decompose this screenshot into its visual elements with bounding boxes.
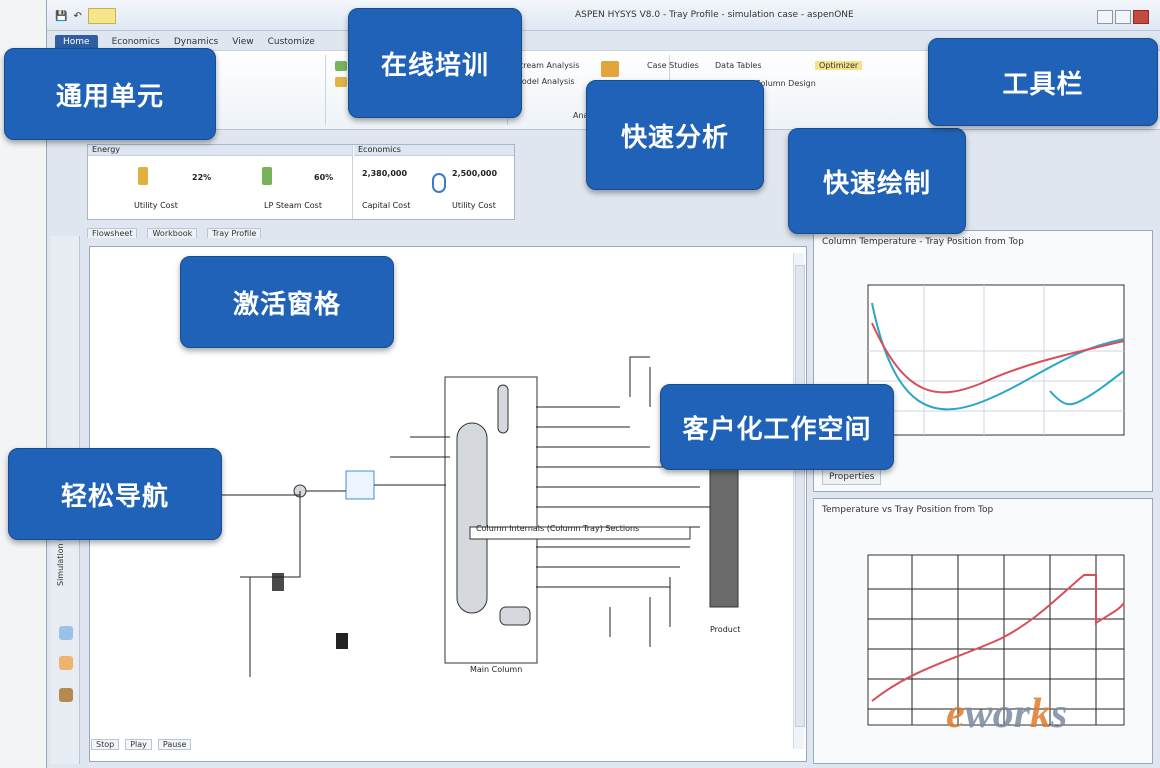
ribbon-item[interactable]: Model Analysis (515, 77, 575, 86)
top-chart-series-3 (1049, 370, 1125, 406)
callout-custom-workspace: 客户化工作空间 (660, 384, 894, 470)
heat-exchanger (345, 470, 375, 500)
flowsheet-scrollbar[interactable] (793, 253, 805, 749)
utility-cost-label-2: Utility Cost (452, 201, 496, 210)
top-chart-plot-area (867, 284, 1125, 436)
utility-icon (138, 167, 148, 185)
ribbon-item[interactable]: Optimizer (815, 61, 863, 70)
analysis-widgets: Energy 22% Utility Cost 60% LP Steam Cos… (87, 144, 515, 220)
file-chip-icon[interactable] (87, 8, 116, 24)
callout-quick-plot: 快速绘制 (788, 128, 966, 234)
chart-pane-top: Column Temperature - Tray Position from … (813, 230, 1153, 492)
energy-widget: Energy 22% Utility Cost 60% LP Steam Cos… (88, 145, 353, 219)
maximize-button[interactable] (1115, 10, 1131, 24)
tab-flowsheet[interactable]: Flowsheet (87, 228, 138, 238)
callout-active-pane: 激活窗格 (180, 256, 394, 348)
reflux-drum (497, 384, 509, 434)
distillation-column (456, 422, 488, 614)
flowsheet-diagram (170, 356, 739, 677)
callout-common-units: 通用单元 (4, 48, 216, 140)
ribbon-group-quick: Case Studies Data Tables Optimizer Colum… (595, 55, 915, 125)
economics-widget-header: Economics (354, 145, 514, 156)
energy-icon[interactable] (59, 688, 73, 702)
callout-easy-navigation: 轻松导航 (8, 448, 222, 540)
flowsheet-bottom-toolbar: Stop Play Pause (91, 736, 211, 752)
bottom-chart-grid (868, 555, 1124, 725)
capital-value-2: 2,500,000 (452, 169, 498, 178)
capital-cost-label: Capital Cost (362, 201, 411, 210)
top-chart-title: Column Temperature - Tray Position from … (822, 237, 1024, 247)
product-label: Product (710, 625, 741, 634)
tab-view[interactable]: View (232, 37, 254, 47)
run-icon[interactable] (335, 61, 347, 71)
callout-online-training: 在线培训 (348, 8, 522, 118)
column-label: Column Internals (Column Tray) Sections (476, 524, 640, 533)
product-vessel (709, 466, 739, 608)
document-tabs: Flowsheet Workbook Tray Profile (87, 226, 807, 240)
top-chart-grid (868, 285, 1124, 435)
reset-icon[interactable] (335, 77, 347, 87)
minimize-button[interactable] (1097, 10, 1113, 24)
top-chart-button[interactable]: Properties (822, 469, 882, 485)
utility-value: 22% (192, 173, 212, 182)
unit-label: Main Column (470, 665, 523, 674)
bottom-chart-series (871, 574, 1125, 702)
top-chart (867, 284, 1125, 436)
top-chart-series-1 (871, 302, 1125, 411)
energy-header-label: Energy (92, 145, 121, 154)
ribbon-item[interactable]: Case Studies (647, 61, 699, 70)
watermark-logo: eworks (946, 691, 1068, 737)
column-boundary (444, 376, 538, 664)
close-button[interactable] (1133, 10, 1149, 24)
ribbon-item[interactable]: Column Design (755, 79, 816, 88)
simulation-icon[interactable] (59, 656, 73, 670)
controller-icon (336, 633, 348, 649)
window-controls (1097, 10, 1149, 24)
capital-value: 2,380,000 (362, 169, 408, 178)
tab-economics[interactable]: Economics (111, 37, 160, 47)
ribbon-item[interactable]: Data Tables (715, 61, 762, 70)
pause-button[interactable]: Pause (157, 738, 192, 750)
case-study-icon[interactable] (601, 61, 619, 77)
undo-icon[interactable]: ↶ (73, 10, 82, 22)
steam-value: 60% (314, 173, 334, 182)
steam-cost-label: LP Steam Cost (264, 201, 322, 210)
tab-customize[interactable]: Customize (267, 37, 315, 47)
bottom-chart-title: Temperature vs Tray Position from Top (822, 505, 994, 515)
callout-quick-analysis: 快速分析 (586, 80, 764, 190)
economics-widget: Economics 2,380,000 Capital Cost 2,500,0… (354, 145, 514, 219)
ribbon-item[interactable]: Stream Analysis (515, 61, 580, 70)
title-bar: 💾 ↶ ASPEN HYSYS V8.0 - Tray Profile - si… (47, 0, 1160, 31)
column-label-box (469, 526, 691, 540)
quick-access-toolbar: 💾 ↶ (55, 8, 116, 24)
tab-workbook[interactable]: Workbook (147, 228, 198, 238)
top-chart-series-2 (871, 322, 1125, 394)
window-title: ASPEN HYSYS V8.0 - Tray Profile - simula… (575, 10, 854, 20)
ribbon-tabs: Home Economics Dynamics View Customize (55, 34, 315, 50)
utility-cost-label: Utility Cost (134, 201, 178, 210)
tab-home[interactable]: Home (55, 35, 98, 49)
callout-toolbar: 工具栏 (928, 38, 1158, 126)
stop-button[interactable]: Stop (91, 738, 120, 750)
flowsheet-scroll-thumb[interactable] (795, 265, 805, 727)
reboiler (499, 606, 531, 626)
properties-icon[interactable] (59, 626, 73, 640)
chart-pane-bottom: Temperature vs Tray Position from Top (813, 498, 1153, 764)
tab-tray-profile[interactable]: Tray Profile (207, 228, 262, 238)
play-button[interactable]: Play (125, 738, 152, 750)
tab-dynamics[interactable]: Dynamics (173, 37, 219, 47)
steam-icon (262, 167, 272, 185)
economics-header-label: Economics (358, 145, 401, 154)
save-icon[interactable]: 💾 (55, 10, 68, 22)
energy-widget-header: Energy (88, 145, 352, 156)
bottom-chart (867, 554, 1125, 726)
capital-icon (432, 173, 446, 193)
valve-icon (272, 573, 284, 591)
stream-lines (170, 436, 450, 677)
